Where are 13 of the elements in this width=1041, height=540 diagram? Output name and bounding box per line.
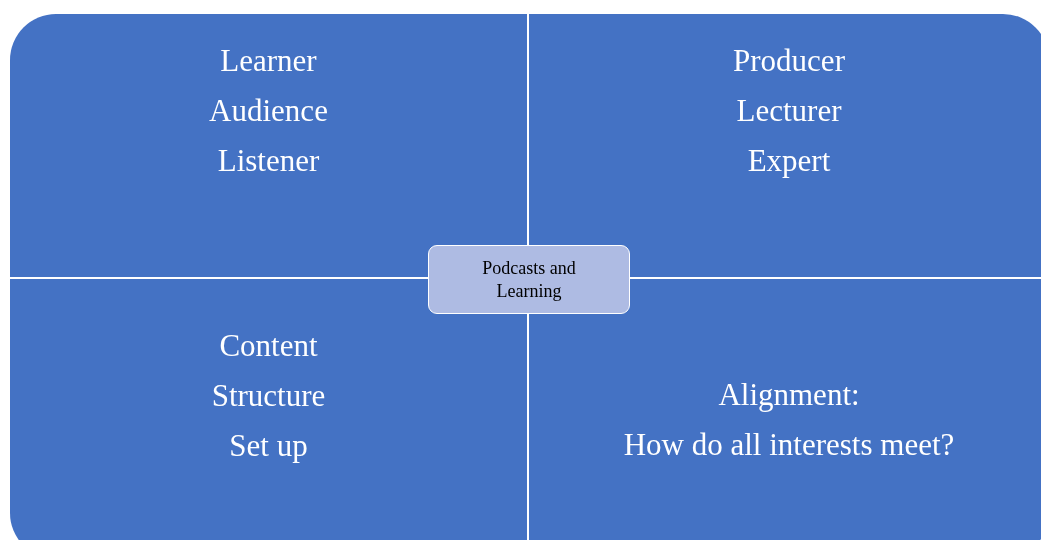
quadrant-text: How do all interests meet? xyxy=(623,426,955,464)
center-label: Podcasts and Learning xyxy=(481,256,577,303)
quadrant-text: Content xyxy=(219,327,318,365)
quadrant-text: Learner xyxy=(220,42,317,80)
quadrant-text: Set up xyxy=(229,427,308,465)
center-box xyxy=(428,245,630,314)
quadrant-text: Structure xyxy=(211,377,326,415)
quadrant-text: Listener xyxy=(217,142,320,180)
quadrant-text: Lecturer xyxy=(736,92,842,130)
quadrant-text: Producer xyxy=(733,42,845,80)
quadrant-text: Alignment: xyxy=(718,376,860,414)
quadrant-text: Expert xyxy=(747,142,831,180)
quadrant-text: Audience xyxy=(209,92,328,130)
